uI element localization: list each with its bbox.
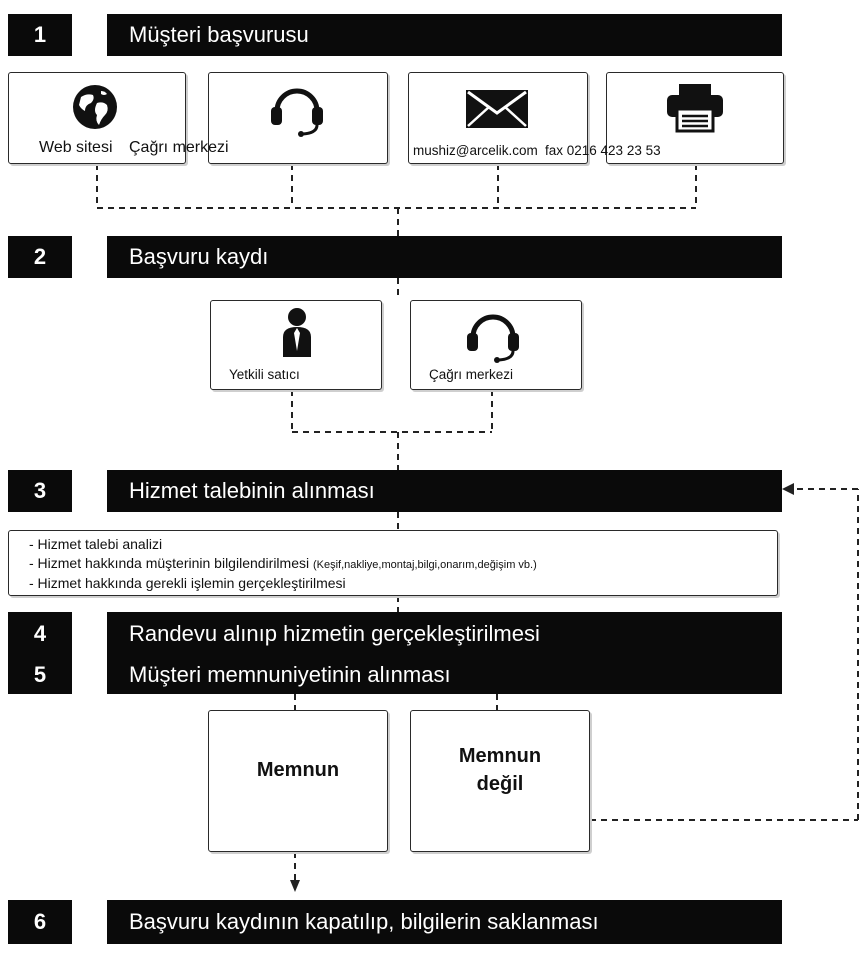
service-info-line-3: - Hizmet hakkında gerekli işlemin gerçek… [29,575,346,591]
satisfied-box: Memnun [208,710,388,852]
registration-label-dealer: Yetkili satıcı [229,367,300,382]
channel-box-web: Web sitesi [8,72,186,164]
registration-box-dealer: Yetkili satıcı [210,300,382,390]
channel-box-email: mushiz@arcelik.com [408,72,588,164]
fax-icon [667,84,723,133]
service-info-box: - Hizmet talebi analizi - Hizmet hakkınd… [8,530,778,596]
step-4-title: Randevu alınıp hizmetin gerçekleştirilme… [107,612,782,656]
service-info-line-2-text: - Hizmet hakkında müşterinin bilgilendir… [29,555,310,571]
envelope-icon [466,90,528,128]
step-4-number: 4 [8,612,72,656]
channel-label-email: mushiz@arcelik.com [413,143,538,158]
step-6-number: 6 [8,900,72,944]
step-3-number: 3 [8,470,72,512]
not-satisfied-label-line-2: değil [476,773,524,795]
step-5-title: Müşteri memnuniyetinin alınması [107,656,782,694]
headset-icon [467,314,519,363]
step-6-title: Başvuru kaydının kapatılıp, bilgilerin s… [107,900,782,944]
channel-box-fax: fax 0216 423 23 53 [545,72,784,164]
channel-label-call-center: Çağrı merkezi [129,139,229,156]
service-info-line-1: - Hizmet talebi analizi [29,536,163,552]
person-icon [283,308,311,357]
step-2-title: Başvuru kaydı [107,236,782,278]
step-3-title: Hizmet talebinin alınması [107,470,782,512]
channel-box-call-center: Çağrı merkezi [129,72,388,164]
channel-label-web: Web sitesi [39,139,113,156]
not-satisfied-label-line-1: Memnun [458,745,542,767]
globe-icon [73,85,117,129]
step-1-number: 1 [8,14,72,56]
registration-box-call-center: Çağrı merkezi [410,300,582,390]
step-2-number: 2 [8,236,72,278]
step-5-number: 5 [8,656,72,694]
not-satisfied-box: Memnun değil [410,710,590,852]
step-1-title: Müşteri başvurusu [107,14,782,56]
registration-label-call-center: Çağrı merkezi [429,367,514,382]
satisfied-label: Memnun [256,759,340,781]
service-info-line-2: - Hizmet hakkında müşterinin bilgilendir… [29,555,537,571]
service-info-line-2-note: (Keşif,nakliye,montaj,bilgi,onarım,değiş… [313,559,537,571]
headset-icon [271,88,323,137]
channel-label-fax: fax 0216 423 23 53 [545,143,661,158]
